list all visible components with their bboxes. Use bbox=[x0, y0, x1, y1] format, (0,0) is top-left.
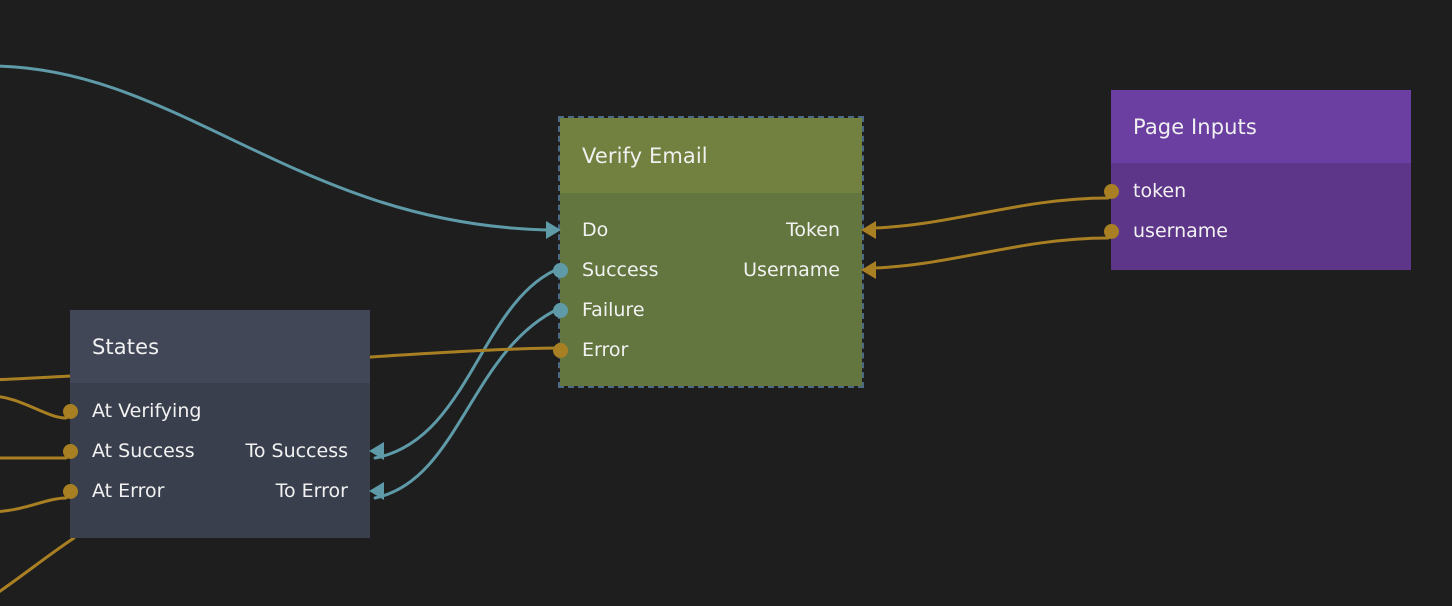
edge-verify-success-to-states-to-success bbox=[373, 266, 562, 460]
port-label-username: Username bbox=[743, 259, 840, 281]
node-verify-email-header[interactable]: Verify Email bbox=[560, 118, 862, 193]
node-verify-email-body: Do Token Success Username Failure Error bbox=[546, 193, 876, 386]
port-dot-failure-icon[interactable] bbox=[553, 302, 568, 318]
node-title: Verify Email bbox=[582, 143, 708, 168]
node-title: Page Inputs bbox=[1133, 114, 1257, 139]
port-label-failure: Failure bbox=[582, 299, 645, 321]
port-label-to-error: To Error bbox=[275, 480, 348, 502]
port-label-token: token bbox=[1133, 180, 1187, 202]
edge-offscreen-to-states-at-verifying bbox=[0, 395, 68, 420]
data-arrow-in-token-icon[interactable] bbox=[861, 221, 876, 239]
port-label-do: Do bbox=[582, 219, 609, 241]
port-row-at-error[interactable]: At Error To Error bbox=[63, 471, 384, 511]
node-verify-email[interactable]: Verify Email Do Token Success Username F… bbox=[546, 116, 876, 388]
edge-states-bottom-to-offscreen bbox=[0, 536, 76, 594]
exec-arrow-in-to-error-icon[interactable] bbox=[369, 482, 384, 500]
port-dot-at-error-icon[interactable] bbox=[63, 483, 78, 499]
port-row-error[interactable]: Error bbox=[553, 330, 862, 370]
port-dot-at-success-icon[interactable] bbox=[63, 443, 78, 459]
node-states[interactable]: States At Verifying At Success To Succes… bbox=[63, 310, 384, 538]
edge-username-to-verify-username bbox=[870, 236, 1110, 270]
port-label-success: Success bbox=[582, 259, 659, 281]
port-row-at-verifying[interactable]: At Verifying bbox=[63, 391, 370, 431]
node-page-inputs-body: token username bbox=[1104, 163, 1411, 270]
node-title: States bbox=[92, 334, 160, 359]
edge-offscreen-to-states-at-error bbox=[0, 496, 68, 514]
port-row-token[interactable]: token bbox=[1104, 171, 1411, 211]
port-label-at-verifying: At Verifying bbox=[92, 400, 202, 422]
exec-arrow-in-icon[interactable] bbox=[546, 221, 561, 239]
port-row-do[interactable]: Do Token bbox=[546, 210, 876, 250]
port-label-to-success: To Success bbox=[245, 440, 348, 462]
port-row-success[interactable]: Success Username bbox=[553, 250, 876, 290]
port-label-error: Error bbox=[582, 339, 629, 361]
edge-offscreen-to-verify-do bbox=[0, 64, 557, 232]
port-label-username: username bbox=[1133, 220, 1228, 242]
data-arrow-in-username-icon[interactable] bbox=[861, 261, 876, 279]
node-page-inputs[interactable]: Page Inputs token username bbox=[1104, 90, 1411, 270]
node-page-inputs-header[interactable]: Page Inputs bbox=[1111, 90, 1411, 163]
edge-token-to-verify-token bbox=[870, 196, 1110, 230]
port-dot-error-icon[interactable] bbox=[553, 342, 568, 358]
port-row-at-success[interactable]: At Success To Success bbox=[63, 431, 384, 471]
port-dot-username-icon[interactable] bbox=[1104, 223, 1119, 239]
port-row-failure[interactable]: Failure bbox=[553, 290, 862, 330]
port-dot-at-verifying-icon[interactable] bbox=[63, 403, 78, 419]
port-row-username[interactable]: username bbox=[1104, 211, 1411, 251]
port-label-at-success: At Success bbox=[92, 440, 195, 462]
node-states-header[interactable]: States bbox=[70, 310, 370, 383]
exec-arrow-in-to-success-icon[interactable] bbox=[369, 442, 384, 460]
edge-verify-failure-to-states-to-error bbox=[373, 306, 562, 500]
port-label-token: Token bbox=[785, 219, 840, 241]
port-dot-token-icon[interactable] bbox=[1104, 183, 1119, 199]
node-states-body: At Verifying At Success To Success At Er… bbox=[63, 383, 384, 538]
port-dot-success-icon[interactable] bbox=[553, 262, 568, 278]
port-label-at-error: At Error bbox=[92, 480, 165, 502]
